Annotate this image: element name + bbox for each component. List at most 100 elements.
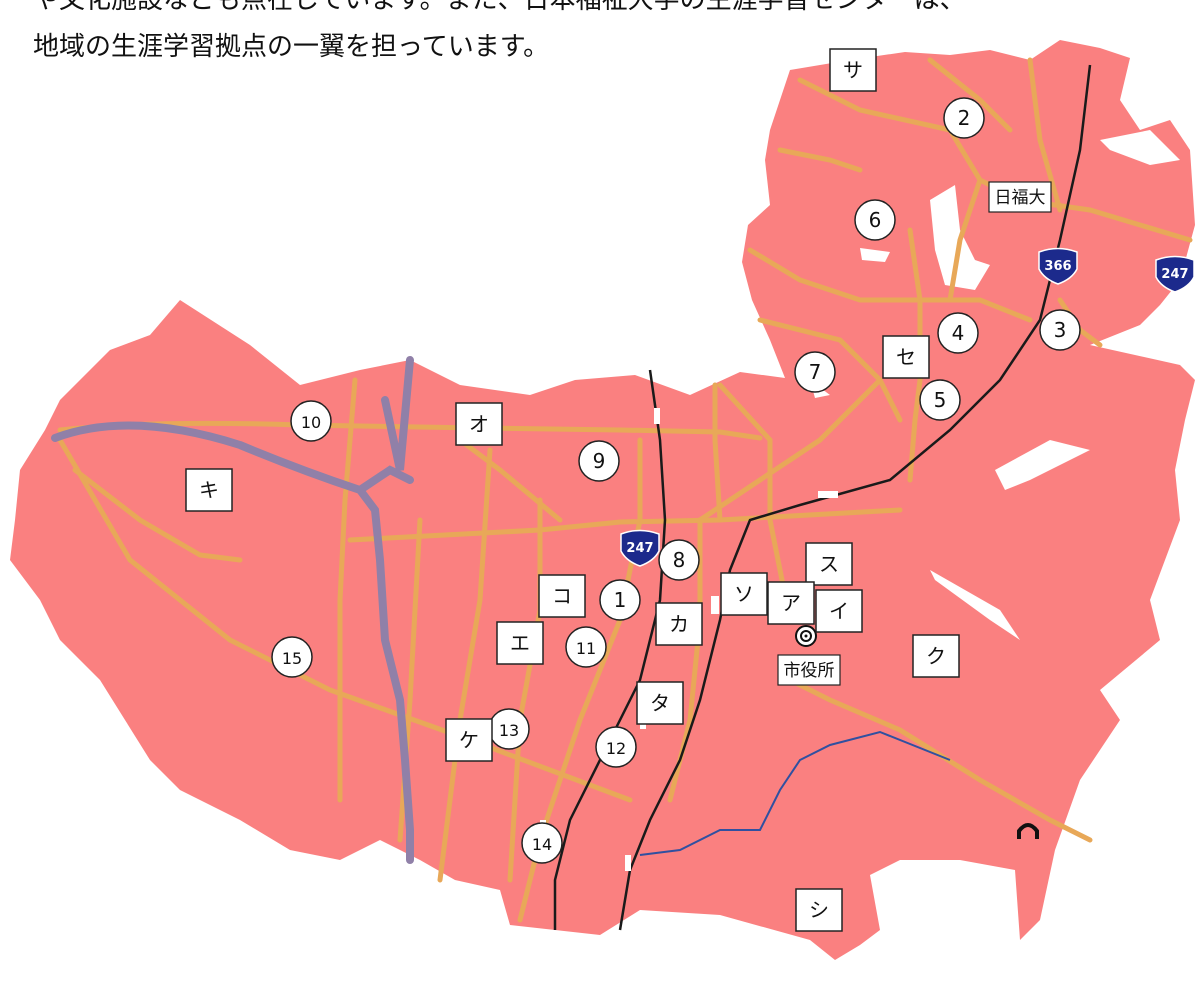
label-box	[829, 48, 877, 92]
circled-marker-1: 1	[599, 579, 641, 621]
marker-circle	[943, 97, 985, 139]
marker-label: 5	[934, 388, 947, 412]
circled-marker-15: 15	[271, 636, 313, 678]
label-box	[805, 542, 853, 586]
circled-marker-4: 4	[937, 312, 979, 354]
marker-label: 8	[673, 548, 686, 572]
marker-label: 6	[869, 208, 882, 232]
marker-label: 13	[499, 721, 519, 740]
circled-marker-6: 6	[854, 199, 896, 241]
label-text: シ	[809, 898, 829, 922]
boxed-label-ス: ス	[805, 542, 853, 586]
intro-text-line-1: や文化施設なども点在しています。また、日本福祉大学の生涯学習センターは、	[33, 0, 966, 15]
marker-label: 11	[576, 639, 596, 658]
marker-label: 12	[606, 739, 626, 758]
boxed-label-サ: サ	[829, 48, 877, 92]
marker-circle	[565, 626, 607, 668]
route-shield-icon: 247	[620, 529, 660, 567]
label-box	[185, 468, 233, 512]
label-text: イ	[829, 599, 849, 623]
marker-circle	[578, 440, 620, 482]
label-text: タ	[650, 691, 670, 715]
boxed-label-ア: ア	[767, 581, 815, 625]
marker-label: 15	[282, 649, 302, 668]
marker-circle	[794, 351, 836, 393]
marker-label: 2	[958, 106, 971, 130]
marker-circle	[919, 379, 961, 421]
boxed-label-オ: オ	[455, 402, 503, 446]
label-box	[496, 621, 544, 665]
place-box	[777, 654, 841, 686]
marker-circle	[599, 579, 641, 621]
marker-label: 1	[614, 588, 627, 612]
label-box	[538, 574, 586, 618]
expressway	[51, 356, 414, 864]
label-text: サ	[843, 58, 863, 82]
place-label-1: 市役所	[777, 654, 841, 686]
label-text: コ	[552, 584, 572, 608]
circled-marker-12: 12	[595, 726, 637, 768]
boxed-label-エ: エ	[496, 621, 544, 665]
boxed-label-イ: イ	[815, 589, 863, 633]
boxed-labels: サセオキスコ ソアイカ エクタケシ	[185, 48, 960, 932]
marker-circle	[290, 400, 332, 442]
label-box	[767, 581, 815, 625]
label-text: ク	[926, 644, 946, 668]
label-text: ソ	[734, 582, 754, 606]
marker-circle	[937, 312, 979, 354]
label-box	[882, 335, 930, 379]
shield-number: 247	[626, 541, 653, 556]
intro-text-line-2: 地域の生涯学習拠点の一翼を担っています。	[33, 32, 550, 62]
label-text: キ	[199, 478, 219, 502]
label-box	[795, 888, 843, 932]
marker-circle	[271, 636, 313, 678]
place-text: 日福大	[995, 188, 1046, 208]
marker-label: 4	[952, 321, 965, 345]
label-box	[455, 402, 503, 446]
marker-label: 3	[1054, 318, 1067, 342]
boxed-label-タ: タ	[636, 681, 684, 725]
label-text: ス	[819, 552, 839, 576]
circled-marker-11: 11	[565, 626, 607, 668]
marker-circle	[595, 726, 637, 768]
river	[639, 730, 951, 856]
marker-circle	[854, 199, 896, 241]
label-text: ケ	[459, 728, 479, 752]
label-box	[636, 681, 684, 725]
label-box	[912, 634, 960, 678]
shield-shape	[1038, 247, 1078, 285]
place-box	[988, 181, 1052, 213]
shield-shape	[1155, 255, 1195, 293]
circled-marker-9: 9	[578, 440, 620, 482]
boxed-label-ケ: ケ	[445, 718, 493, 762]
marker-circle	[521, 822, 563, 864]
boxed-label-コ: コ	[538, 574, 586, 618]
circled-marker-2: 2	[943, 97, 985, 139]
label-box	[445, 718, 493, 762]
marker-label: 14	[532, 835, 552, 854]
boxed-label-シ: シ	[795, 888, 843, 932]
boxed-label-セ: セ	[882, 335, 930, 379]
label-text: カ	[669, 612, 689, 636]
circled-marker-14: 14	[521, 822, 563, 864]
circled-marker-5: 5	[919, 379, 961, 421]
map-symbols	[795, 625, 1039, 839]
boxed-label-キ: キ	[185, 468, 233, 512]
boxed-label-カ: カ	[655, 602, 703, 646]
label-box	[655, 602, 703, 646]
place-label-0: 日福大	[988, 181, 1052, 213]
circled-marker-3: 3	[1039, 309, 1081, 351]
boxed-label-ク: ク	[912, 634, 960, 678]
tunnel-icon	[1017, 823, 1039, 839]
shield-number: 366	[1044, 259, 1071, 274]
shield-number: 247	[1161, 267, 1188, 282]
boxed-label-ソ: ソ	[720, 572, 768, 616]
marker-label: 7	[809, 360, 822, 384]
shield-shape	[620, 529, 660, 567]
marker-circle	[1039, 309, 1081, 351]
circled-marker-8: 8	[658, 539, 700, 581]
circled-marker-10: 10	[290, 400, 332, 442]
label-box	[720, 572, 768, 616]
